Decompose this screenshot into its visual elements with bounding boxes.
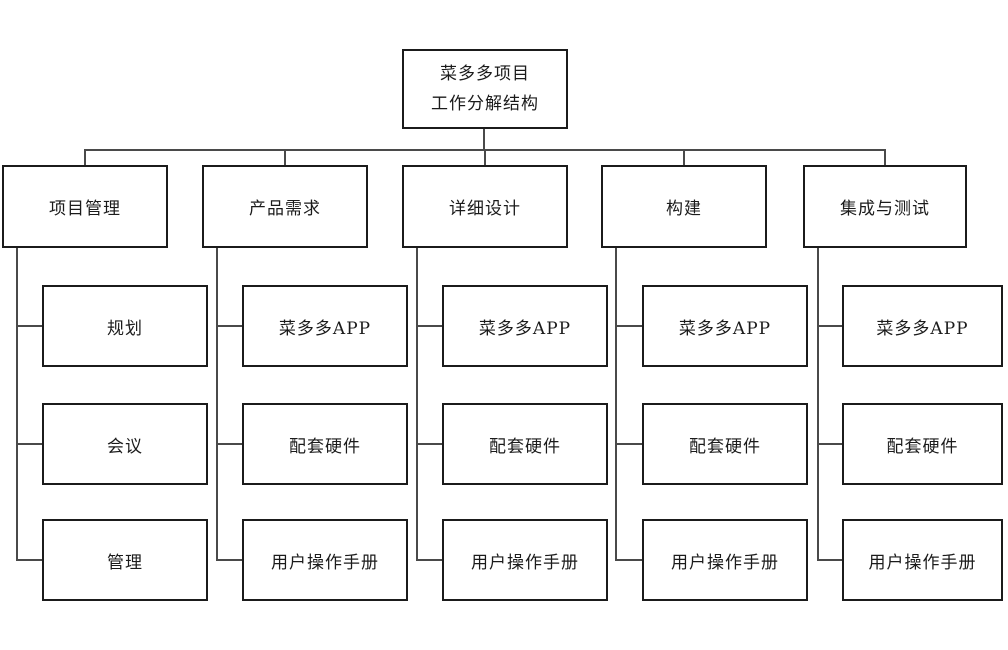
child-node: 配套硬件	[242, 403, 408, 485]
child-label: 菜多多APP	[278, 318, 372, 339]
connector-stub	[615, 325, 644, 327]
branch-node-build: 构建	[601, 165, 767, 248]
connector-spine	[216, 246, 218, 561]
connector-stub	[416, 443, 444, 445]
connector-root-drop	[483, 127, 485, 151]
connector-spine	[615, 246, 617, 561]
child-node: 菜多多APP	[442, 285, 608, 367]
connector-stub	[416, 325, 444, 327]
root-node: 菜多多项目 工作分解结构	[402, 49, 568, 129]
branch-node-detailed-design: 详细设计	[402, 165, 568, 248]
root-node-label-line1: 菜多多项目	[440, 64, 530, 84]
branch-label: 产品需求	[249, 199, 321, 219]
child-label: 配套硬件	[689, 436, 761, 457]
connector-stub	[16, 325, 44, 327]
connector-branch-drop	[683, 149, 685, 166]
child-node: 配套硬件	[642, 403, 808, 485]
child-label: 用户操作手册	[271, 552, 379, 573]
branch-node-project-management: 项目管理	[2, 165, 168, 248]
connector-stub	[16, 443, 44, 445]
child-label: 用户操作手册	[868, 552, 977, 573]
child-node: 菜多多APP	[242, 285, 408, 367]
connector-spine	[817, 246, 819, 561]
connector-branch-drop	[884, 149, 886, 166]
child-node: 菜多多APP	[642, 285, 808, 367]
child-label: 菜多多APP	[478, 318, 572, 339]
connector-stub	[817, 325, 844, 327]
connector-stub	[416, 559, 444, 561]
connector-stub	[817, 559, 844, 561]
connector-branch-drop	[484, 149, 486, 166]
connector-branch-drop	[284, 149, 286, 166]
connector-spine	[16, 246, 18, 561]
child-label: 规划	[107, 318, 143, 339]
connector-stub	[615, 443, 644, 445]
child-label: 用户操作手册	[471, 552, 579, 573]
child-label: 会议	[107, 436, 143, 457]
child-label: 菜多多APP	[876, 318, 969, 339]
root-node-label-line2: 工作分解结构	[431, 94, 539, 114]
child-node: 用户操作手册	[242, 519, 408, 601]
connector-stub	[216, 559, 244, 561]
child-label: 用户操作手册	[671, 552, 779, 573]
connector-stub	[817, 443, 844, 445]
connector-branch-drop	[84, 149, 86, 166]
connector-spine	[416, 246, 418, 561]
child-node: 用户操作手册	[442, 519, 608, 601]
branch-label: 项目管理	[49, 199, 121, 219]
child-label: 管理	[107, 552, 143, 573]
connector-stub	[216, 325, 244, 327]
branch-label: 详细设计	[449, 199, 521, 219]
child-label: 菜多多APP	[678, 318, 772, 339]
branch-node-integration-testing: 集成与测试	[803, 165, 967, 248]
connector-stub	[16, 559, 44, 561]
child-label: 配套硬件	[886, 436, 959, 457]
child-node: 会议	[42, 403, 208, 485]
connector-stub	[216, 443, 244, 445]
child-node: 用户操作手册	[842, 519, 1003, 601]
connector-stub	[615, 559, 644, 561]
child-node: 配套硬件	[442, 403, 608, 485]
child-node: 菜多多APP	[842, 285, 1003, 367]
branch-node-product-requirements: 产品需求	[202, 165, 368, 248]
child-node: 管理	[42, 519, 208, 601]
branch-label: 集成与测试	[840, 199, 930, 219]
branch-label: 构建	[666, 199, 702, 219]
child-label: 配套硬件	[289, 436, 361, 457]
child-label: 配套硬件	[489, 436, 561, 457]
child-node: 配套硬件	[842, 403, 1003, 485]
child-node: 用户操作手册	[642, 519, 808, 601]
child-node: 规划	[42, 285, 208, 367]
